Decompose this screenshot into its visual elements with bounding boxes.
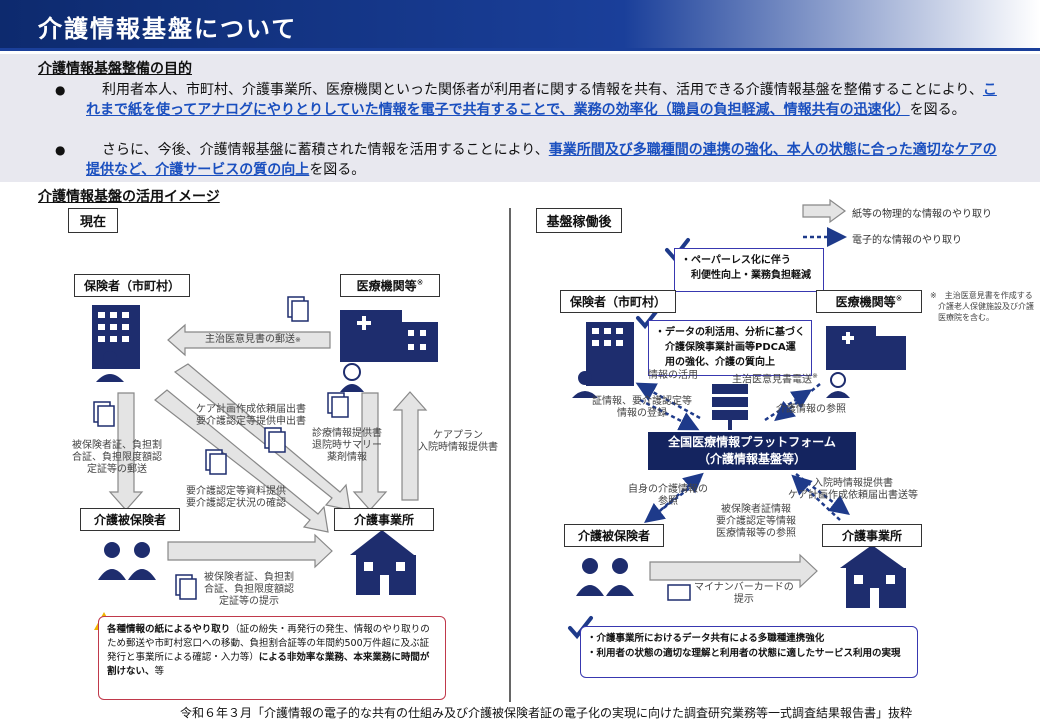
flow-office-send: 入院時情報提供書 ケア計画作成依頼届出書送等 (788, 478, 918, 501)
check-icon (568, 616, 593, 640)
check-icon (636, 306, 661, 330)
e-arrow-office-2 (795, 473, 850, 516)
flow-register: 証情報、要介護認定等 情報の登録 (592, 396, 692, 419)
legend-paper: 紙等の物理的な情報のやり取り (852, 209, 992, 220)
platform-subtitle: （介護情報基盤等） (697, 452, 806, 466)
mynumber-card-icon (667, 584, 691, 601)
flow-care-plan-2: ケアプラン 入院時情報提供書 (418, 430, 498, 453)
bullet-2-end: を図る。 (309, 162, 366, 178)
future-office-label: 介護事業所 (822, 524, 922, 547)
flow-office-ref: 被保険者証情報 要介護認定等情報 医療情報等の参照 (716, 504, 796, 539)
issue-end: 等 (154, 666, 165, 677)
paper-arrow (108, 392, 144, 511)
platform-title: 全国医療情報プラットフォーム (668, 435, 836, 449)
flow-medical-info: 診療情報提供書 退院時サマリー 薬剤情報 (312, 428, 382, 463)
future-medical-label: 医療機関等※ (816, 290, 922, 313)
flow-self-ref: 自身の介護情報の 参照 (628, 484, 708, 507)
purpose-panel (0, 54, 1040, 182)
house-icon (350, 530, 416, 595)
benefit-box-paperless: ・ペーパーレス化に伴う 利便性向上・業務負担軽減 (674, 248, 824, 292)
purpose-bullet-1: 利用者本人、市町村、介護事業所、医療機関といった関係者が利用者に関する情報を共有… (86, 80, 1006, 120)
legend-paper-arrow (802, 198, 847, 224)
current-tag: 現在 (68, 208, 118, 233)
benefit-bottom-2: ・利用者の状態の適切な理解と利用者の状態に適したサービス利用の実現 (587, 648, 901, 659)
flow-care-plan: ケア計画作成依頼届出書 要介護認定等提供申出書 (196, 404, 306, 427)
bullet-1-highlight: これまで紙を使ってアナログにやりとりしていた情報を電子で共有することで、業務の効… (86, 82, 997, 118)
future-insurer-label: 保険者（市町村） (560, 290, 676, 313)
medical-note-mark: ※ (416, 278, 424, 287)
issue-body: （証の紛失・再発行の発生、情報のやり取りのため郵送や市町村窓口への移動、負担割合… (107, 624, 430, 663)
flow-opinion-send-mark: ※ (812, 372, 818, 380)
document-icon (93, 296, 349, 600)
benefit-box-data: ・データの利活用、分析に基づく 介護保険事業計画等PDCA運 用の強化、介護の質… (648, 320, 812, 376)
office-label: 介護事業所 (334, 508, 434, 531)
flow-care-ref: 介護情報の参照 (776, 404, 846, 415)
medical-note: ※ 主治医意見書を作成する 介護老人保健施設及び介護 医療院を含む。 (930, 291, 1034, 322)
page-title: 介護情報基盤について (38, 15, 298, 43)
issue-bold: による非効率な業務、本来業務に時間が割けない、 (107, 652, 430, 677)
source-footer: 令和６年３月「介護情報の電子的な共有の仕組み及び介護被保険者証の電子化の実現に向… (180, 706, 913, 720)
paper-arrow (392, 391, 428, 501)
purpose-bullet-2: さらに、今後、介護情報基盤に蓄積された情報を活用することにより、事業所間及び多職… (86, 140, 1006, 180)
people-icon (576, 558, 634, 596)
medical-label-text: 医療機関等 (356, 279, 417, 293)
future-tag: 基盤稼働後 (536, 208, 622, 233)
bullet-1-text: 利用者本人、市町村、介護事業所、医療機関といった関係者が利用者に関する情報を共有… (102, 82, 983, 98)
flow-cert-present: 被保険者証、負担割 合証、負担限度額認 定証等の提示 (204, 572, 294, 607)
issue-title: 各種情報の紙によるやり取り (107, 624, 231, 635)
flow-info-use: 情報の活用 (648, 370, 698, 381)
e-arrow-med-out (764, 389, 813, 422)
bullet-icon: ● (55, 143, 66, 157)
flow-opinion-mail: 主治医意見書の郵送※ (205, 334, 301, 346)
issue-box: 各種情報の紙によるやり取り（証の紛失・再発行の発生、情報のやり取りのため郵送や市… (98, 616, 446, 700)
hospital-icon (340, 310, 438, 392)
e-arrow-insured-2 (644, 479, 701, 524)
flow-mynumber: マイナンバーカードの 提示 (694, 582, 794, 605)
bullet-icon: ● (55, 83, 66, 97)
insurer-label: 保険者（市町村） (74, 274, 190, 297)
paper-arrow (173, 363, 351, 511)
city-hall-icon (572, 322, 634, 398)
insured-label: 介護被保険者 (80, 508, 180, 531)
flow-care-level: 要介護認定等資料提供 要介護認定状況の確認 (186, 486, 286, 509)
flow-cert-mail: 被保険者証、負担割 合証、負担限度額認 定証等の郵送 (72, 440, 162, 475)
flow-opinion-send: 主治医意見書電送※ (732, 370, 818, 386)
bullet-2-text: さらに、今後、介護情報基盤に蓄積された情報を活用することにより、 (102, 142, 549, 158)
title-underline (0, 48, 1040, 51)
paper-arrow (167, 533, 333, 569)
future-medical-label-text: 医療機関等 (835, 295, 896, 309)
hospital-icon (826, 326, 906, 398)
benefit-bottom-1: ・介護事業所におけるデータ共有による多職種連携強化 (587, 633, 825, 644)
section-divider (509, 208, 511, 702)
title-banner (0, 0, 1040, 48)
benefit-box-bottom: ・介護事業所におけるデータ共有による多職種連携強化 ・利用者の状態の適切な理解と… (580, 626, 918, 678)
e-arrow-insurer-out (635, 382, 701, 420)
paper-arrow (167, 323, 331, 357)
e-arrow-insurer-in (639, 398, 700, 431)
future-insured-label: 介護被保険者 (564, 524, 664, 547)
medical-label: 医療機関等※ (340, 274, 440, 297)
e-arrow-med-in (774, 383, 821, 422)
flow-opinion-mail-mark: ※ (295, 336, 301, 344)
mynumber-arrow (649, 553, 818, 589)
legend-electronic: 電子的な情報のやり取り (852, 235, 962, 246)
future-medical-note-mark: ※ (895, 294, 903, 303)
purpose-heading: 介護情報基盤整備の目的 (38, 61, 192, 77)
house-icon (840, 545, 906, 608)
city-hall-icon (92, 305, 140, 382)
people-icon (98, 542, 156, 580)
flow-opinion-send-text: 主治医意見書電送 (732, 374, 812, 386)
usage-heading: 介護情報基盤の活用イメージ (38, 189, 220, 205)
server-icon (712, 384, 748, 430)
platform-box: 全国医療情報プラットフォーム （介護情報基盤等） (648, 432, 856, 470)
paper-arrow (352, 392, 388, 511)
bullet-2-highlight: 事業所間及び多職種間の連携の強化、本人の状態に合った適切なケアの提供など、介護サ… (86, 142, 997, 178)
paper-arrow (154, 389, 329, 533)
flow-opinion-mail-text: 主治医意見書の郵送 (205, 334, 295, 345)
bullet-1-end: を図る。 (909, 102, 966, 118)
